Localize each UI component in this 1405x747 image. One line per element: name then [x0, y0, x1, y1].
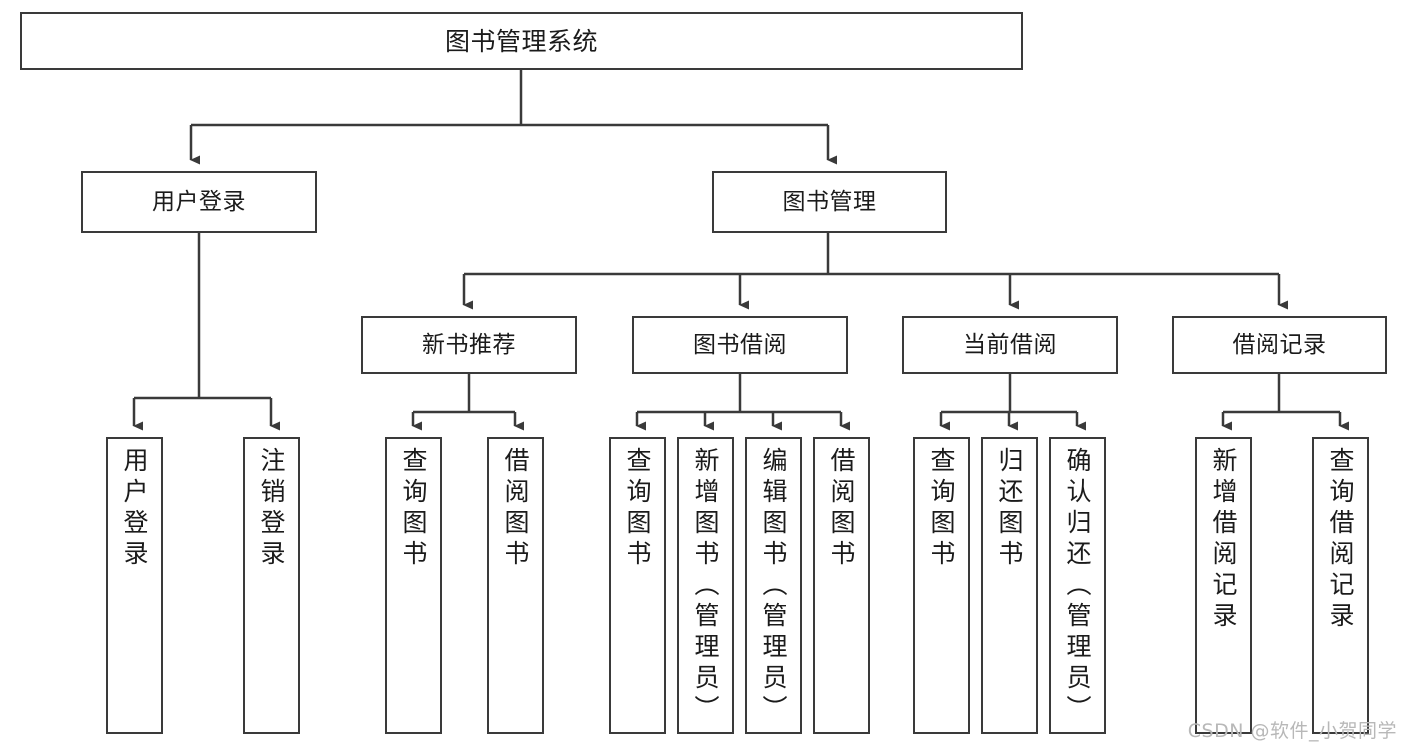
node-leaf-br-query-record-label: 查询借阅记录 [1326, 447, 1355, 633]
node-leaf-br-add-record[interactable]: 新增借阅记录 [1195, 437, 1252, 734]
node-leaf-rec-query-book-label: 查询图书 [399, 447, 428, 571]
node-leaf-user-logout-label: 注销登录 [257, 447, 286, 571]
node-user-login[interactable]: 用户登录 [81, 171, 317, 233]
watermark-text: CSDN @软件_小贺同学 [1187, 720, 1397, 742]
node-new-book-recommend-label: 新书推荐 [422, 331, 516, 358]
node-borrow-record[interactable]: 借阅记录 [1172, 316, 1387, 374]
node-new-book-recommend[interactable]: 新书推荐 [361, 316, 577, 374]
node-user-login-label: 用户登录 [152, 188, 246, 215]
node-leaf-bb-borrow-book-label: 借阅图书 [827, 447, 856, 571]
node-leaf-cb-query-book[interactable]: 查询图书 [913, 437, 970, 734]
node-leaf-rec-query-book[interactable]: 查询图书 [385, 437, 442, 734]
node-borrow-record-label: 借阅记录 [1232, 331, 1327, 358]
node-current-borrow-label: 当前借阅 [963, 331, 1057, 358]
root-node[interactable]: 图书管理系统 [20, 12, 1023, 70]
node-leaf-br-query-record[interactable]: 查询借阅记录 [1312, 437, 1369, 734]
node-leaf-bb-edit-book-label: 编辑图书（管理员） [759, 447, 788, 726]
node-leaf-cb-return-book-label: 归还图书 [995, 447, 1024, 571]
node-book-borrow[interactable]: 图书借阅 [632, 316, 848, 374]
node-leaf-user-login-label: 用户登录 [120, 447, 149, 571]
node-leaf-bb-borrow-book[interactable]: 借阅图书 [813, 437, 870, 734]
node-leaf-cb-confirm-return[interactable]: 确认归还（管理员） [1049, 437, 1106, 734]
node-leaf-br-add-record-label: 新增借阅记录 [1209, 447, 1238, 633]
node-book-manage-label: 图书管理 [782, 188, 877, 215]
node-leaf-bb-query-book-label: 查询图书 [623, 447, 652, 571]
node-current-borrow[interactable]: 当前借阅 [902, 316, 1118, 374]
node-leaf-bb-edit-book[interactable]: 编辑图书（管理员） [745, 437, 802, 734]
node-leaf-user-login[interactable]: 用户登录 [106, 437, 163, 734]
node-leaf-rec-borrow-book[interactable]: 借阅图书 [487, 437, 544, 734]
node-leaf-cb-query-book-label: 查询图书 [927, 447, 956, 571]
node-book-manage[interactable]: 图书管理 [712, 171, 947, 233]
node-leaf-bb-query-book[interactable]: 查询图书 [609, 437, 666, 734]
node-leaf-rec-borrow-book-label: 借阅图书 [501, 447, 530, 571]
node-book-borrow-label: 图书借阅 [693, 331, 787, 358]
node-leaf-bb-add-book[interactable]: 新增图书（管理员） [677, 437, 734, 734]
node-leaf-user-logout[interactable]: 注销登录 [243, 437, 300, 734]
node-leaf-cb-confirm-return-label: 确认归还（管理员） [1063, 447, 1092, 726]
root-node-label: 图书管理系统 [444, 26, 598, 56]
node-leaf-cb-return-book[interactable]: 归还图书 [981, 437, 1038, 734]
node-leaf-bb-add-book-label: 新增图书（管理员） [691, 447, 720, 726]
